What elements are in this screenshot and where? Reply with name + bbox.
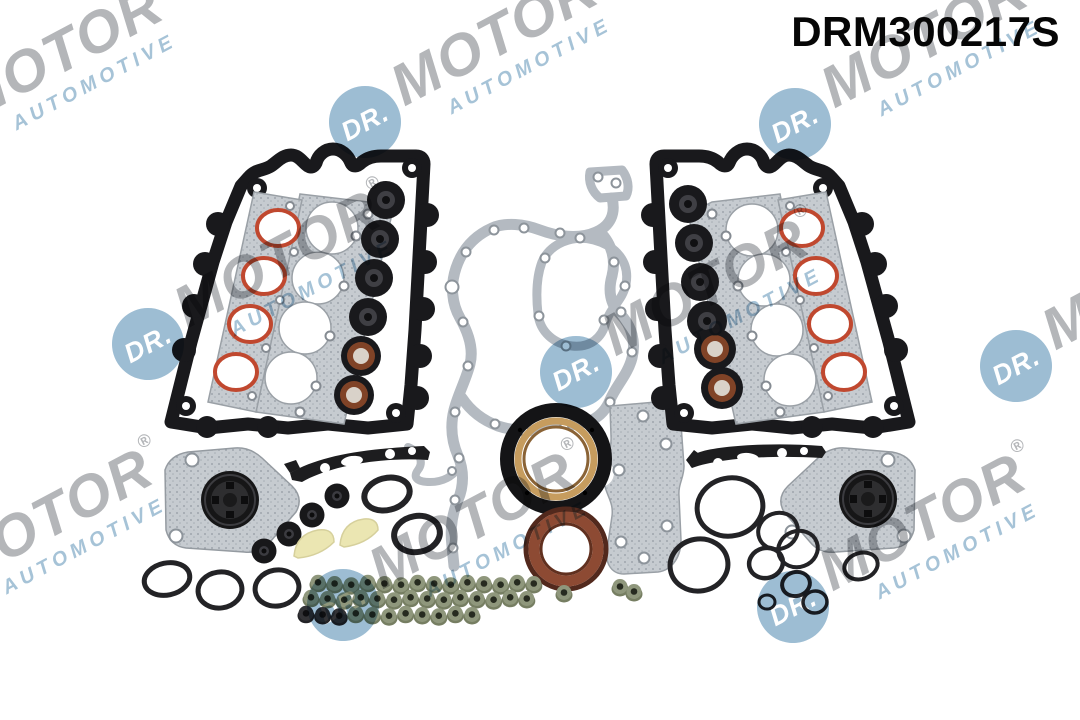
valve-stem-seal — [402, 589, 420, 608]
valve-stem-seal — [302, 589, 320, 608]
valve-stem-seal — [375, 576, 393, 594]
valve-stem-seal — [525, 576, 543, 594]
valve-stem-seal — [485, 592, 503, 610]
exhaust-flange-gasket-right — [780, 447, 916, 554]
rubber-grommet — [201, 471, 259, 529]
sealing-grommets — [251, 483, 350, 564]
valve-stem-seal — [463, 607, 481, 625]
valve-stem-seal — [347, 605, 365, 624]
valve-stem-seal — [446, 605, 464, 624]
valve-stem-seal — [297, 605, 315, 624]
valve-stem-seal — [385, 592, 403, 610]
part-number: DRM300217S — [791, 8, 1060, 55]
camshaft-seals-left — [334, 181, 405, 415]
valve-stem-seal — [430, 608, 448, 626]
valve-stem-seal — [409, 574, 427, 593]
retainer-bracket-right — [686, 444, 826, 468]
valve-stem-seal — [363, 607, 381, 625]
valve-stem-seal — [451, 589, 469, 608]
valve-stem-seal — [359, 574, 377, 593]
valve-stem-seal — [319, 591, 337, 609]
seal-brown — [694, 328, 743, 409]
valve-stem-seal — [335, 592, 353, 610]
valve-stem-seal — [435, 592, 453, 610]
valve-stem-seal — [458, 574, 476, 593]
valve-stem-seal — [413, 607, 431, 625]
valve-stem-seal — [625, 584, 643, 602]
exhaust-flange-gasket-left — [164, 447, 300, 554]
valve-stem-seal — [309, 574, 327, 593]
retainer-bracket-left — [284, 446, 430, 482]
half-moon-plugs — [293, 518, 379, 559]
valve-stem-seal — [475, 576, 493, 594]
valve-stem-seal — [314, 607, 332, 625]
valve-stem-seal — [492, 577, 510, 595]
rubber-grommet — [839, 470, 897, 528]
valve-stem-seal — [442, 577, 460, 595]
valve-stem-seal — [518, 591, 536, 609]
valve-stem-seal — [425, 576, 443, 594]
valve-stem-seal — [611, 579, 629, 597]
valve-stem-seal — [418, 591, 436, 609]
valve-stem-seal — [501, 589, 519, 608]
valve-stem-seal — [392, 577, 410, 595]
valve-stem-seal — [326, 576, 344, 594]
seal-brown — [334, 336, 381, 415]
exhaust-manifold-gasket-left — [207, 191, 303, 413]
valve-stem-seal — [380, 608, 398, 626]
camshaft-seals-right — [669, 185, 743, 409]
valve-stem-seal — [468, 591, 486, 609]
seal-black — [349, 181, 405, 336]
valve-stem-seal — [508, 574, 526, 593]
valve-stem-seal — [330, 608, 348, 626]
crankshaft-seal-front — [523, 506, 609, 592]
valve-stem-seal — [397, 605, 415, 624]
valve-stem-seal — [368, 591, 386, 609]
exhaust-manifold-gasket-right — [777, 191, 873, 413]
valve-stem-seal — [555, 585, 573, 603]
